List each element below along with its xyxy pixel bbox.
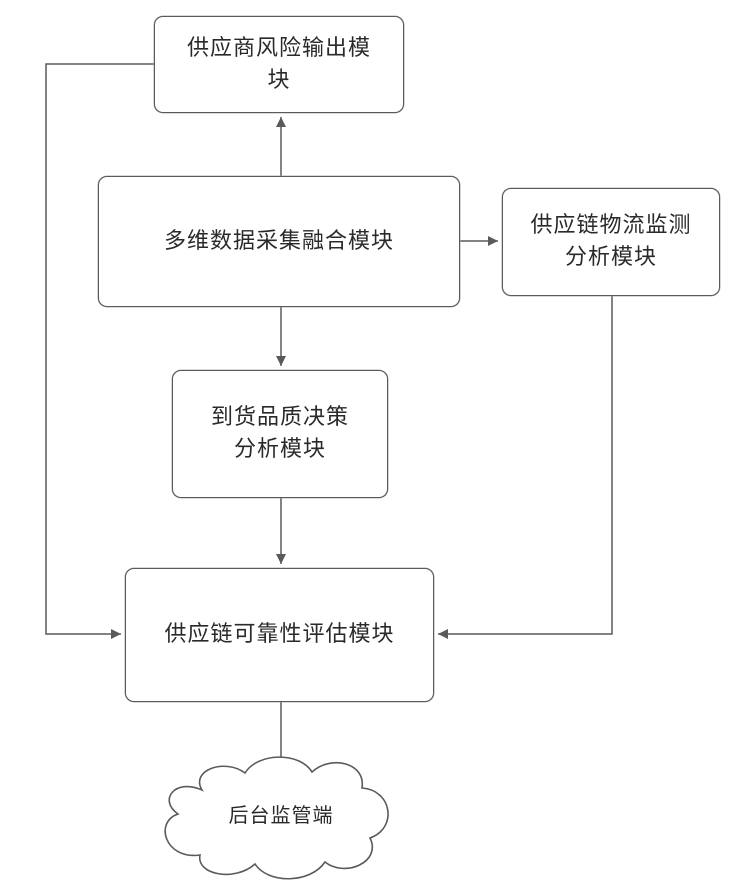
backend-supervision-label: 后台监管端: [183, 800, 379, 830]
quality-decision-label-line2: 分析模块: [211, 434, 349, 466]
arrow-logistics-to-reliability: [438, 296, 612, 634]
logistics-monitoring-label-line2: 分析模块: [530, 242, 691, 274]
supply-chain-reliability-module: 供应链可靠性评估模块: [125, 568, 434, 702]
supplier-risk-output-label-line2: 块: [187, 65, 371, 97]
supplier-risk-output-module: 供应商风险输出模 块: [154, 16, 404, 113]
supplier-risk-output-label-line1: 供应商风险输出模: [187, 33, 371, 65]
arrow-risk-to-reliability: [46, 64, 154, 634]
arrival-quality-decision-module: 到货品质决策 分析模块: [172, 370, 388, 498]
logistics-monitoring-label-line1: 供应链物流监测: [530, 210, 691, 242]
reliability-label: 供应链可靠性评估模块: [164, 619, 394, 651]
data-fusion-label: 多维数据采集融合模块: [164, 226, 394, 258]
logistics-monitoring-module: 供应链物流监测 分析模块: [502, 188, 720, 296]
quality-decision-label-line1: 到货品质决策: [211, 402, 349, 434]
multidimensional-data-fusion-module: 多维数据采集融合模块: [98, 176, 460, 307]
